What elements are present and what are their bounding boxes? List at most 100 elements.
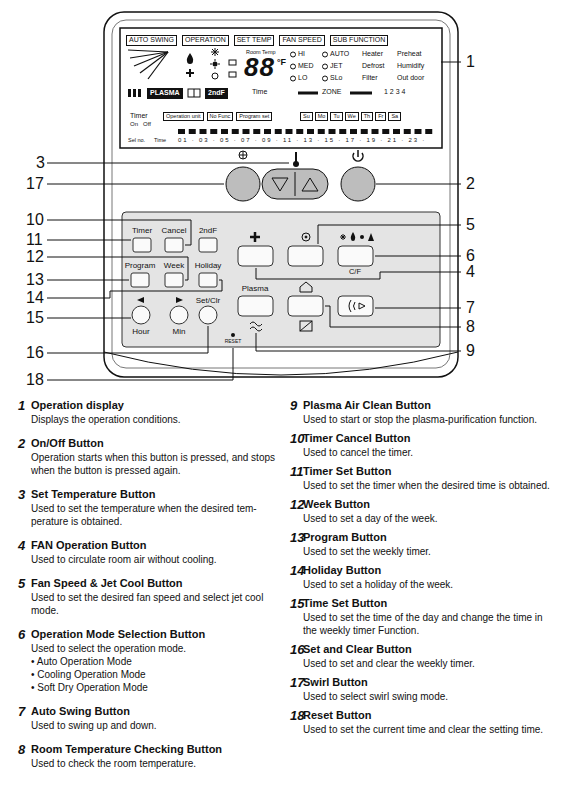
lcd-text: HI (298, 50, 305, 58)
plasma-bar-icon (128, 89, 131, 97)
swirl-button (226, 167, 260, 201)
timer-tick (415, 129, 422, 134)
small-button (165, 238, 183, 252)
timer-tick (178, 129, 185, 134)
timer-tick (189, 129, 196, 134)
lcd-indicator-box: Program set (236, 112, 272, 121)
fan-speed-icon (291, 76, 296, 81)
fan-only-symbol (250, 232, 260, 242)
lcd-text: SLo (330, 74, 342, 82)
lcd-text: Out door (397, 74, 424, 82)
leader-line (47, 220, 191, 245)
item-description: Displays the operation conditions. (31, 413, 276, 426)
item-title: Timer Cancel Button (303, 431, 410, 446)
leader-line (325, 306, 461, 327)
fan-speed-icon (323, 64, 328, 69)
leader-line (47, 326, 208, 353)
dry-icon (187, 53, 193, 64)
swirl-symbol (239, 151, 247, 159)
item-title: Fan Speed & Jet Cool Button (31, 576, 183, 591)
item-number: 4 (18, 538, 25, 553)
item-title: Set and Clear Button (303, 642, 412, 657)
small-button (133, 238, 151, 252)
lcd-indicator-box: SET TEMP (234, 35, 275, 46)
timer-tick (253, 129, 260, 134)
timer-tick (286, 129, 293, 134)
callout-number: 17 (26, 176, 44, 192)
heat-rays (210, 59, 220, 69)
small-button (199, 238, 217, 252)
leader-line (47, 163, 289, 164)
unit-icon (229, 72, 236, 77)
leader-line (256, 333, 461, 351)
button-label: Hour (132, 327, 149, 336)
thermometer-symbol (293, 161, 299, 167)
item-number: 10 (290, 431, 304, 446)
left-arrow (137, 297, 144, 303)
heat-symbol (360, 235, 364, 239)
item-title: On/Off Button (31, 436, 104, 451)
leader-line (47, 240, 131, 241)
swing-icon (140, 52, 168, 73)
dry-symbol (351, 232, 356, 241)
timer-tick (425, 129, 432, 134)
item-description: • Auto Operation Mode (31, 655, 276, 668)
plasma-bar-icon (138, 89, 141, 97)
lcd-text: Timer (130, 112, 148, 120)
lcd-indicator-box: Th (361, 112, 373, 121)
item-description: Used to set a holiday of the week. (303, 578, 558, 591)
unit-icon (229, 60, 236, 65)
lcd-text: °F (277, 57, 286, 67)
item-title: Room Temperature Checking Button (31, 742, 222, 757)
callout-number: 11 (26, 232, 43, 248)
timer-tick (232, 129, 239, 134)
timer-tick (264, 129, 271, 134)
item-title: Holiday Button (303, 563, 381, 578)
lcd-text: Time (252, 88, 267, 96)
lcd-text: 1 2 3 4 (384, 88, 405, 96)
cool-symbol (340, 234, 346, 240)
function-button (288, 246, 323, 266)
timer-tick (243, 129, 250, 134)
indicator-text: Sa (391, 113, 398, 119)
button-label: 2ndF (199, 226, 217, 235)
swing-icon (148, 52, 168, 79)
leader-line (318, 225, 461, 244)
indicator-text: Fr (378, 113, 383, 119)
timer-tick (318, 129, 325, 134)
item-title: Operation display (31, 398, 124, 413)
button-label: Cancel (162, 226, 187, 235)
callout-number: 9 (466, 343, 475, 359)
item-number: 18 (290, 708, 304, 723)
right-arrow (176, 297, 183, 303)
function-button (338, 246, 373, 266)
callout-number: 18 (26, 372, 44, 388)
small-button (199, 273, 217, 287)
item-description: Used to select the operation mode. (31, 642, 276, 655)
book-icon (194, 89, 195, 97)
item-title: Operation Mode Selection Button (31, 627, 205, 642)
lcd-text: Time (154, 137, 166, 143)
item-number: 12 (290, 497, 304, 512)
item-title: Week Button (303, 497, 370, 512)
onoff-button (341, 167, 375, 201)
plasma-symbol (250, 322, 262, 331)
house-symbol (300, 282, 312, 292)
button-label: Program (125, 261, 156, 270)
item-description: Operation starts when this button is pre… (31, 451, 276, 477)
heat-icon (213, 62, 218, 67)
item-description: Used to set the current time and clear t… (303, 723, 558, 736)
leader-line (375, 256, 461, 257)
callout-number: 14 (26, 290, 44, 306)
function-button (238, 246, 273, 266)
timer-tick (393, 129, 400, 134)
cool-icon (211, 48, 219, 56)
function-button (338, 296, 373, 316)
item-title: Swirl Button (303, 675, 368, 690)
timer-tick (372, 129, 379, 134)
button-label: Set/Clr (196, 296, 220, 305)
lcd-indicator-box: Fr (375, 112, 386, 121)
item-number: 13 (290, 530, 304, 545)
auto-symbol (368, 233, 374, 241)
up-arrow (302, 178, 318, 191)
